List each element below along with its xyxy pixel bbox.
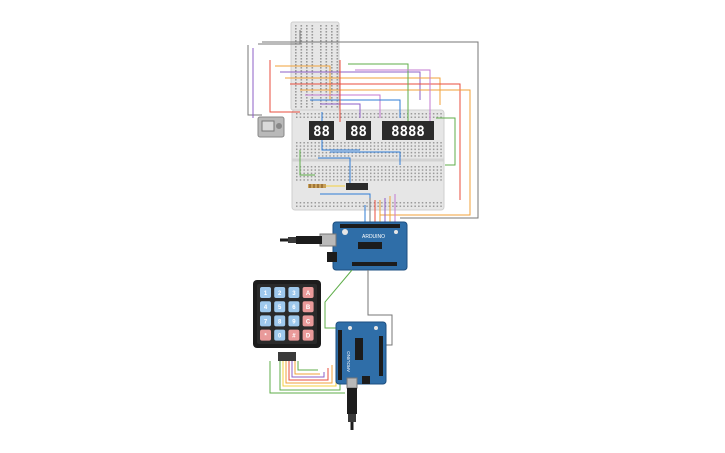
keypad-key-2-1[interactable]: 8 (274, 315, 286, 327)
seven-segment-display-3: 8888 (382, 121, 434, 140)
keypad-key-2-2[interactable]: 9 (288, 315, 300, 327)
keypad-key-label: * (264, 334, 267, 340)
keypad-key-2-3[interactable]: C (302, 315, 314, 327)
potentiometer-module[interactable] (257, 116, 285, 138)
keypad-key-1-2[interactable]: 6 (288, 301, 300, 313)
shift-register-ic[interactable] (346, 183, 368, 190)
resistor-array (308, 184, 326, 188)
keypad-key-label: D (306, 334, 311, 340)
keypad-key-label: B (306, 305, 311, 311)
keypad-key-3-1[interactable]: 0 (274, 329, 286, 341)
keypad-key-label: # (292, 334, 296, 340)
knob-icon[interactable] (276, 123, 282, 129)
seven-segment-displays: 88 88 8888 (309, 121, 434, 140)
keypad-key-label: 7 (264, 319, 268, 325)
arduino-bottom[interactable]: ARDUINO (335, 321, 387, 389)
keypad-keys: 1 2 3 A 4 5 6 B 7 8 9 C * 0 # D (260, 287, 314, 341)
wire-bundle-middle (324, 269, 393, 346)
seven-segment-readout-2: 88 (350, 124, 367, 140)
keypad-key-3-3[interactable]: D (302, 329, 314, 341)
keypad-key-label: 1 (264, 291, 268, 297)
wire-bundle-top (247, 30, 479, 227)
keypad-key-label: 3 (292, 291, 296, 297)
keypad-key-1-0[interactable]: 4 (260, 301, 271, 313)
usb-cable-bottom (347, 388, 357, 430)
keypad-key-label: 4 (264, 305, 268, 311)
arduino-top[interactable]: ARDUINO (319, 221, 408, 271)
keypad-key-label: A (306, 291, 311, 297)
seven-segment-readout-1: 88 (313, 124, 330, 140)
keypad-key-1-1[interactable]: 5 (274, 301, 286, 313)
keypad-key-label: C (306, 319, 311, 325)
keypad-key-label: 9 (292, 319, 296, 325)
arduino-bottom-logo: ARDUINO (346, 351, 351, 372)
arduino-top-logo: ARDUINO (362, 234, 385, 240)
keypad-key-0-1[interactable]: 2 (274, 287, 286, 298)
main-breadboard-holes (296, 113, 442, 207)
keypad-key-1-3[interactable]: B (302, 301, 314, 313)
keypad-key-0-0[interactable]: 1 (260, 287, 271, 298)
keypad-key-label: 6 (292, 305, 296, 311)
keypad-key-label: 5 (278, 305, 282, 311)
wire-bundle-keypad (269, 361, 345, 394)
keypad-key-3-2[interactable]: # (288, 329, 300, 341)
keypad-key-label: 8 (278, 319, 282, 325)
seven-segment-display-1: 88 (309, 121, 334, 140)
seven-segment-display-2: 88 (346, 121, 371, 140)
seven-segment-readout-3: 8888 (391, 124, 425, 140)
keypad[interactable]: 1 2 3 A 4 5 6 B 7 8 9 C * 0 # D (253, 280, 321, 361)
keypad-key-label: 2 (278, 291, 282, 297)
keypad-key-label: 0 (278, 334, 282, 340)
keypad-key-3-0[interactable]: * (260, 329, 271, 341)
keypad-key-2-0[interactable]: 7 (260, 315, 271, 327)
keypad-key-0-2[interactable]: 3 (288, 287, 300, 298)
keypad-key-0-3[interactable]: A (302, 287, 314, 298)
usb-cable-top (280, 236, 322, 244)
